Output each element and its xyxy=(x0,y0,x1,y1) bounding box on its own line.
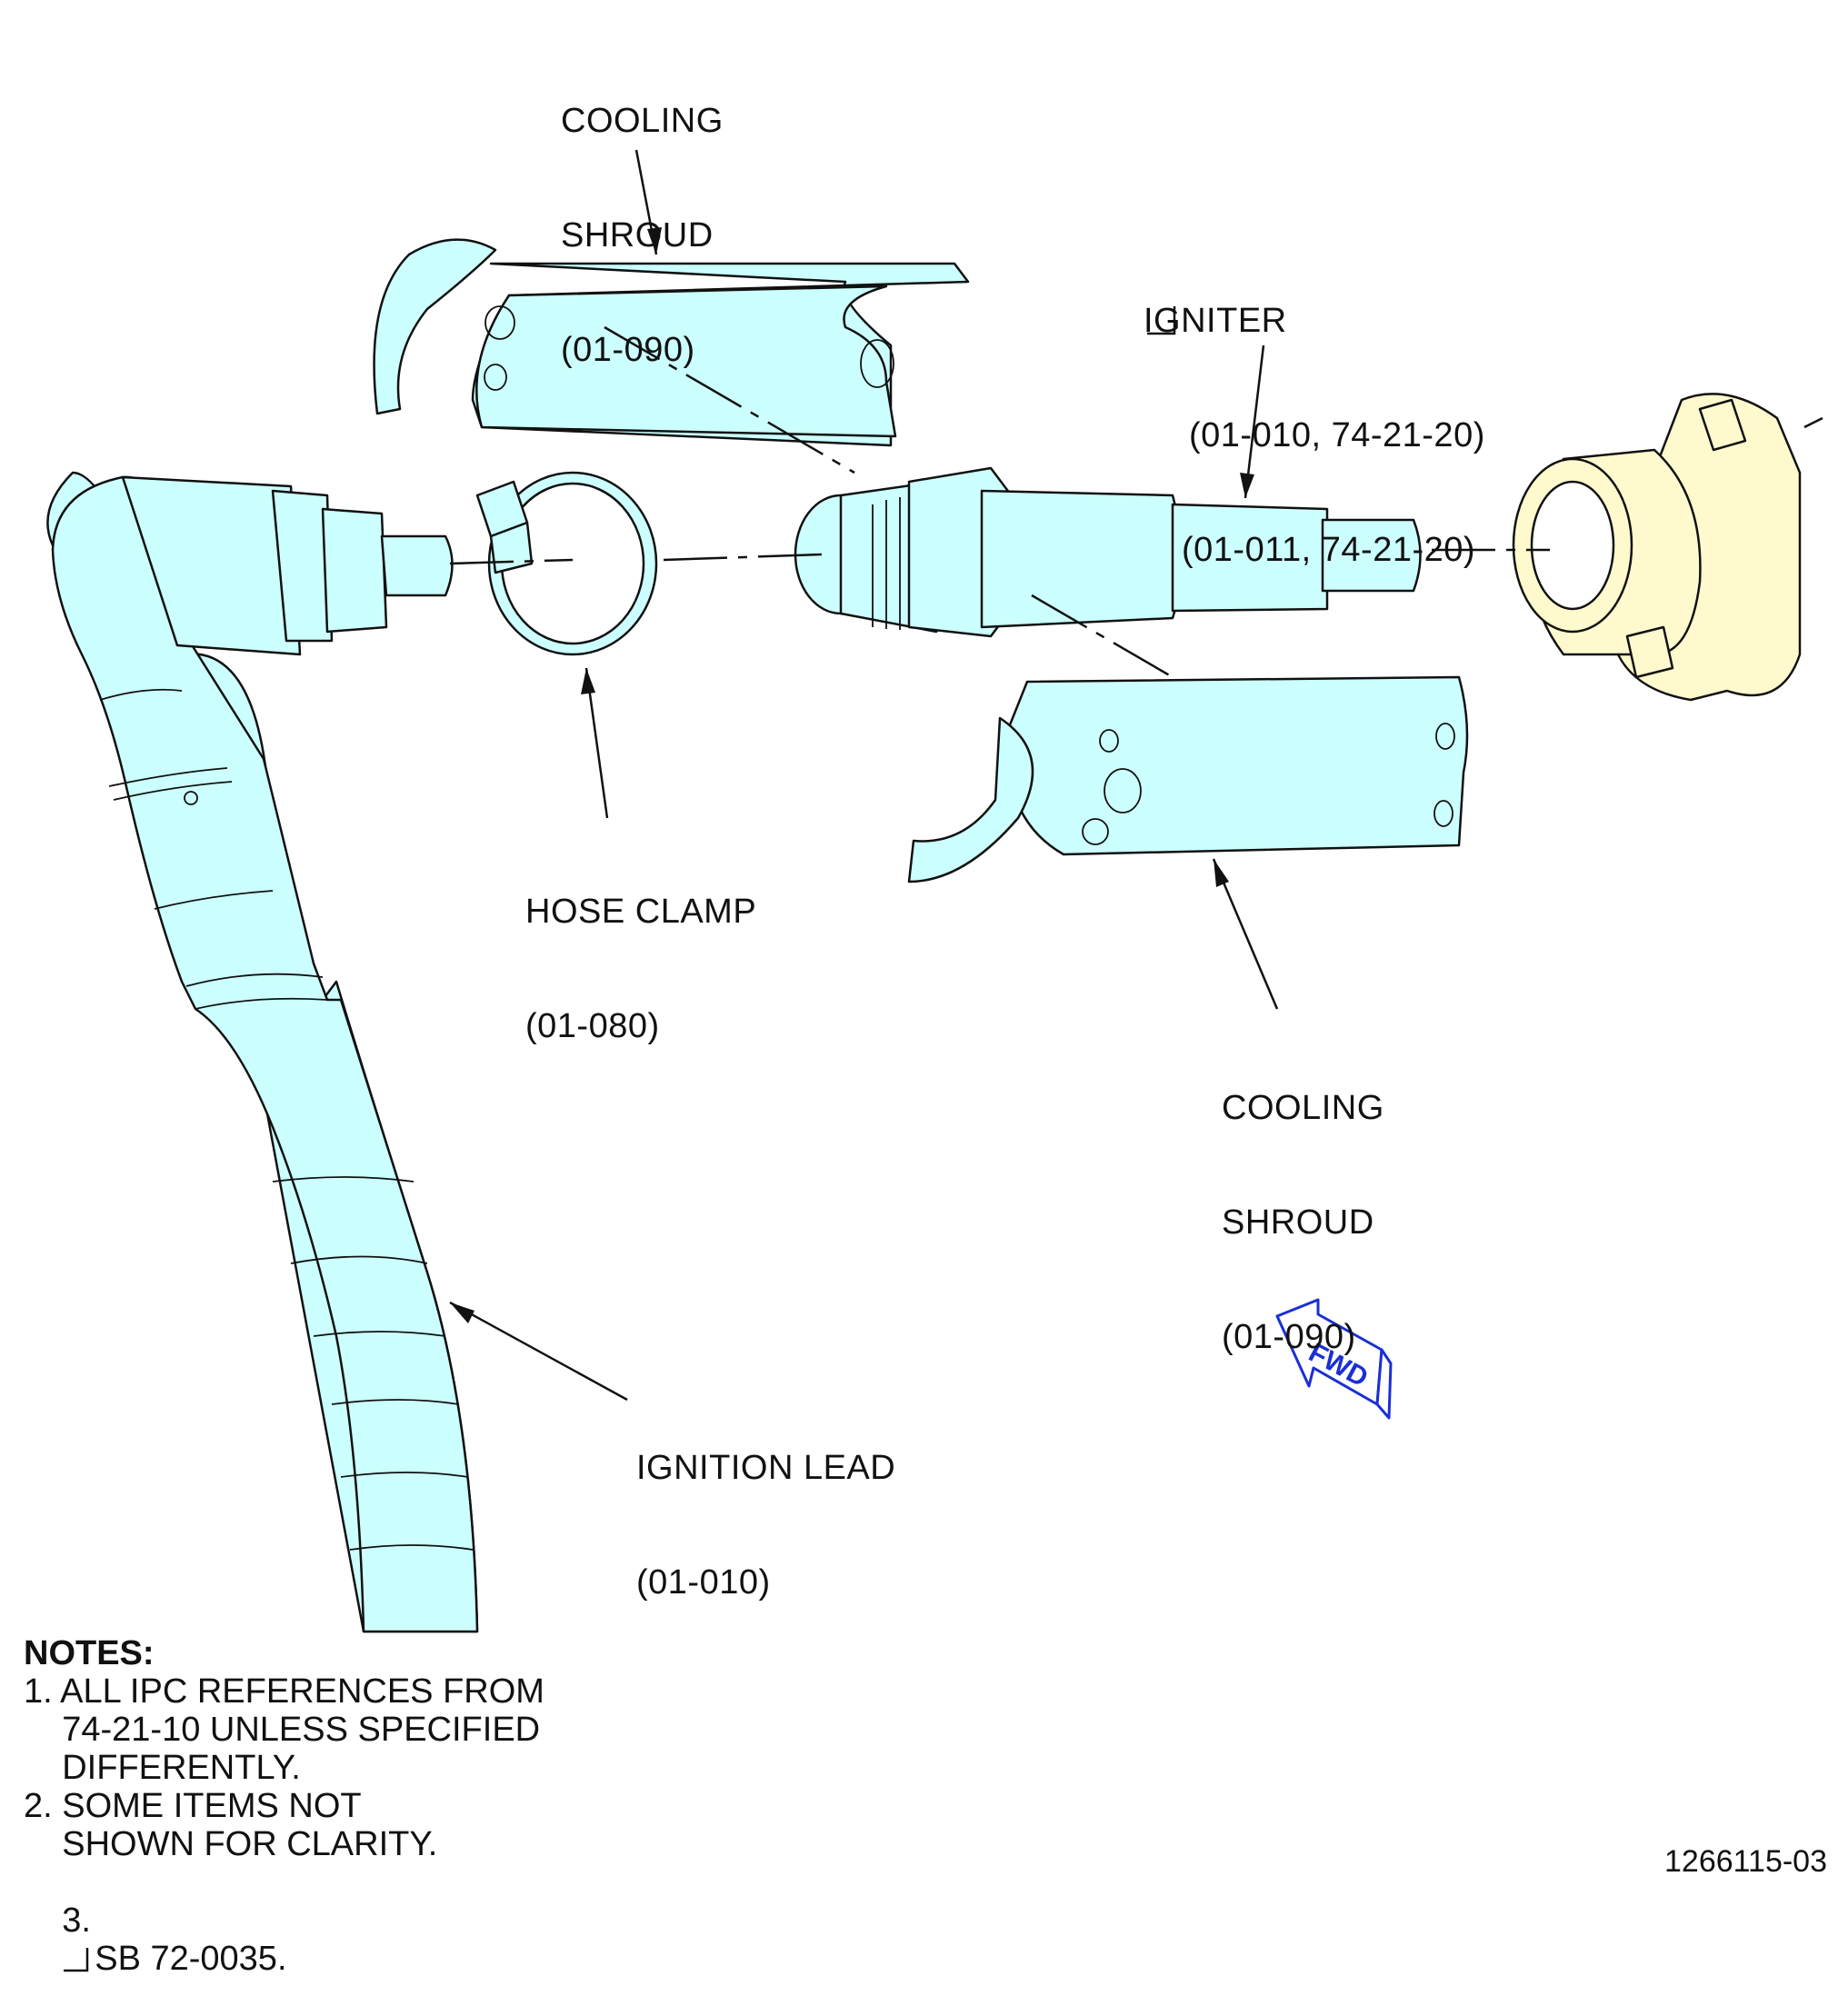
drawing-number: 1266115-03 xyxy=(1664,1844,1827,1879)
notes-block: NOTES: 1. ALL IPC REFERENCES FROM 74-21-… xyxy=(24,1634,544,2016)
ignition-lead xyxy=(46,471,479,1633)
cooling-shroud-top xyxy=(373,238,970,447)
note-line: DIFFERENTLY. xyxy=(24,1749,301,1787)
label-ignition-lead: IGNITION LEAD (01-010) xyxy=(636,1449,896,1602)
note-line: 74-21-10 UNLESS SPECIFIED xyxy=(24,1711,541,1749)
centerlines xyxy=(449,325,1550,679)
note-line: 1. ALL IPC REFERENCES FROM xyxy=(24,1672,544,1711)
label-hose-clamp: HOSE CLAMP (01-080) xyxy=(525,893,757,1045)
sb-triangle-icon xyxy=(1147,306,1176,335)
cooling-shroud-bottom xyxy=(907,675,1469,883)
label-cooling-shroud-bottom: COOLING SHROUD (01-090) xyxy=(1222,1089,1384,1356)
igniter-boss xyxy=(1512,393,1823,702)
note-line: SHOWN FOR CLARITY. xyxy=(24,1825,438,1863)
notes-heading: NOTES: xyxy=(24,1634,155,1672)
note-line: 2. SOME ITEMS NOT xyxy=(24,1787,362,1825)
leader-lines xyxy=(449,149,1279,1402)
hose-clamp xyxy=(475,471,658,656)
sb-triangle-icon xyxy=(64,1948,89,1972)
exploded-view-diagram: .p { fill: #ccffff; stroke: #111; stroke… xyxy=(46,149,1823,1633)
igniter xyxy=(794,466,1422,638)
note-line: 3. SB 72-0035. xyxy=(62,1901,287,1978)
label-igniter: IGNITER (01-010, 74-21-20) (01-011, 74-2… xyxy=(1144,302,1485,569)
label-cooling-shroud-top: COOLING SHROUD (01-090) xyxy=(561,102,724,369)
